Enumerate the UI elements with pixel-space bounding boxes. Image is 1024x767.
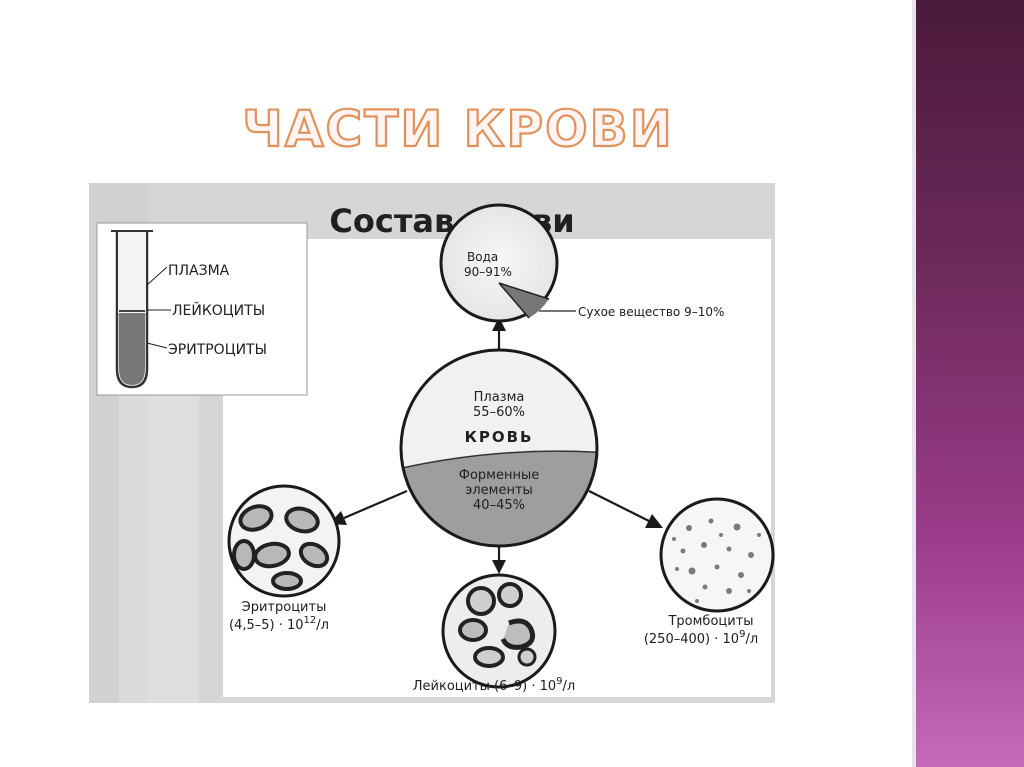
formed-elements-value: 40–45% xyxy=(473,498,525,513)
platelets-label: Тромбоциты xyxy=(667,614,753,629)
leukocytes-label: Лейкоциты (6–9) · 109/л xyxy=(413,676,576,694)
erythrocytes-label: Эритроциты xyxy=(242,600,327,615)
sidebar-edge xyxy=(912,0,916,767)
water-circle: Вода 90–91% Сухое вещество 9–10% xyxy=(439,203,724,323)
leukocytes-circle: Лейкоциты (6–9) · 109/л xyxy=(413,573,576,694)
plasma-value: 55–60% xyxy=(473,405,525,420)
formed-elements-label-1: Форменные xyxy=(459,468,539,483)
test-tube-icon xyxy=(115,231,149,389)
blood-composition-figure: Состав крови ПЛАЗМА ЛЕЙКОЦИТЫ ЭРИТРОЦИТЫ xyxy=(89,183,775,703)
slide-title: ЧАСТИ КРОВИ xyxy=(241,99,674,159)
plasma-label: Плазма xyxy=(474,390,525,405)
platelets-circle: Тромбоциты (250–400) · 109/л xyxy=(644,497,775,647)
dry-matter-label: Сухое вещество 9–10% xyxy=(578,305,724,319)
test-tube-panel: ПЛАЗМА ЛЕЙКОЦИТЫ ЭРИТРОЦИТЫ xyxy=(96,222,308,396)
water-label: Вода xyxy=(467,250,498,264)
blood-center-label: КРОВЬ xyxy=(465,428,534,446)
formed-elements-label-2: элементы xyxy=(465,483,533,498)
decorative-sidebar xyxy=(916,0,1024,767)
water-value: 90–91% xyxy=(464,265,512,279)
erythrocytes-count: (4,5–5) · 1012/л xyxy=(229,615,329,633)
dry-matter-slice xyxy=(499,283,549,318)
platelets-count: (250–400) · 109/л xyxy=(644,629,758,647)
tube-label-leukocytes: ЛЕЙКОЦИТЫ xyxy=(172,301,265,319)
tube-label-plasma: ПЛАЗМА xyxy=(168,263,230,279)
erythrocytes-circle: Эритроциты (4,5–5) · 1012/л xyxy=(227,484,341,633)
tube-label-erythrocytes: ЭРИТРОЦИТЫ xyxy=(168,342,267,358)
